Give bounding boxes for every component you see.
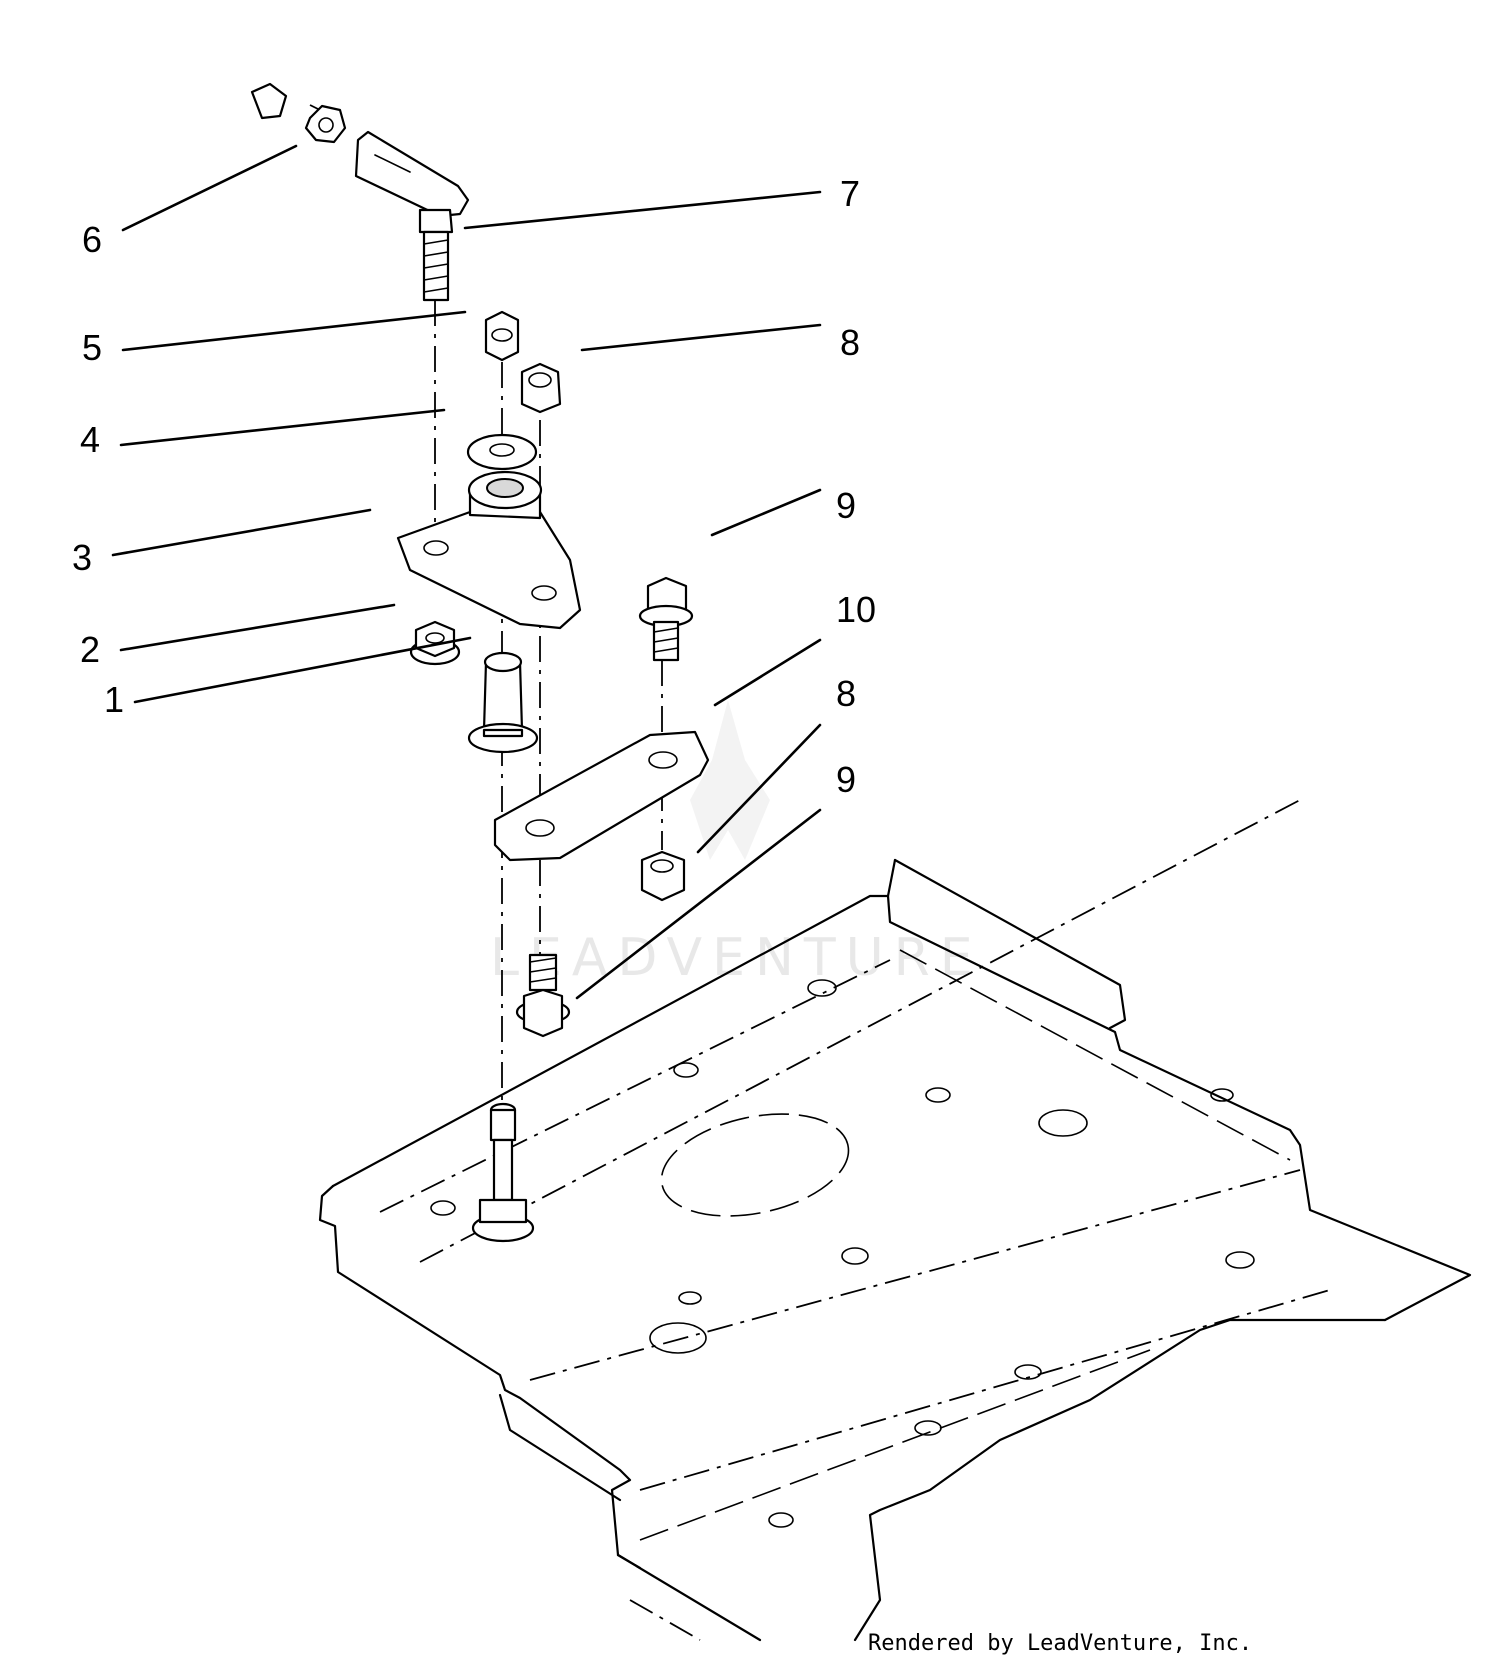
part-6-jam-nut <box>250 82 347 144</box>
part-9-flange-bolt-upper <box>638 576 694 662</box>
part-3-pivot-plate <box>396 470 582 630</box>
part-8-lock-nut-upper <box>520 362 562 414</box>
callout-6: 6 <box>82 219 102 260</box>
callout-10: 10 <box>836 589 876 630</box>
callout-1: 1 <box>104 679 124 720</box>
callout-3: 3 <box>72 537 92 578</box>
callout-9-upper: 9 <box>836 485 856 526</box>
part-10-link-bar <box>493 730 710 862</box>
callout-9-lower: 9 <box>836 759 856 800</box>
watermark-text: LEADVENTURE <box>490 928 983 988</box>
part-1-bushing <box>467 651 539 754</box>
callout-5: 5 <box>82 327 102 368</box>
callout-7: 7 <box>840 173 860 214</box>
callout-4: 4 <box>80 419 100 460</box>
part-7-ball-joint <box>354 130 470 302</box>
part-4-washer <box>466 433 538 471</box>
part-2-flange-nut <box>409 620 461 666</box>
part-9-flange-bolt-lower <box>515 953 571 1038</box>
part-8-lock-nut-lower <box>640 850 686 902</box>
callout-2: 2 <box>80 629 100 670</box>
base-plate <box>318 799 1472 1642</box>
callout-8-lower: 8 <box>836 673 856 714</box>
part-5-lock-nut <box>484 310 520 362</box>
callout-leaders <box>111 144 822 1000</box>
render-credit: Rendered by LeadVenture, Inc. <box>868 1631 1252 1656</box>
watermark-logo <box>690 700 770 860</box>
callout-8-upper: 8 <box>840 322 860 363</box>
pivot-stud <box>471 1102 535 1243</box>
